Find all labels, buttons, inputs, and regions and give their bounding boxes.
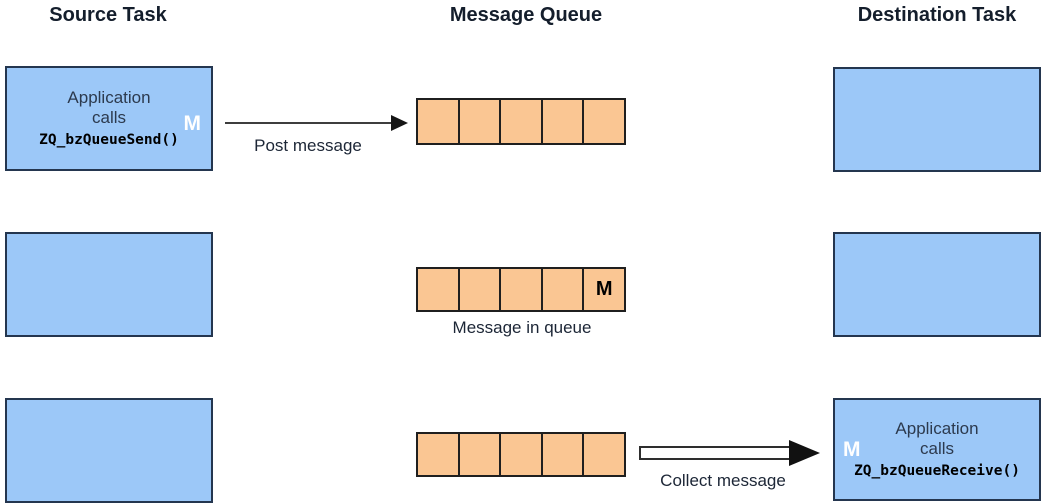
message-marker-destination: M	[843, 438, 861, 461]
queue-cell	[540, 434, 583, 475]
queue-row2: M	[416, 267, 626, 312]
queue-cell	[418, 434, 458, 475]
message-marker-source: M	[183, 112, 202, 135]
post-arrow-shaft	[225, 122, 393, 124]
queue-cell	[582, 100, 624, 143]
queue-cell	[418, 269, 458, 310]
app-calls-line2: calls	[91, 107, 126, 127]
queue-receive-call: ZQ_bzQueueReceive()	[854, 462, 1020, 479]
queue-cell	[457, 100, 500, 143]
header-message-queue: Message Queue	[449, 4, 603, 26]
queue-cell	[540, 269, 583, 310]
queue-cell	[499, 100, 541, 143]
collect-arrow-head-icon	[789, 440, 820, 466]
queue-cell	[499, 269, 541, 310]
queue-cell	[457, 269, 500, 310]
queue-cell-with-message: M	[582, 269, 624, 310]
source-task-box-row2	[5, 232, 213, 337]
destination-task-box-content: Application calls ZQ_bzQueueReceive()	[835, 400, 1039, 499]
app-calls-line1: Application	[67, 87, 151, 107]
queue-cell	[540, 100, 583, 143]
post-arrow-head-icon	[391, 115, 408, 131]
source-task-box-send: Application calls ZQ_bzQueueSend() M	[5, 66, 213, 171]
collect-arrow-shaft	[639, 446, 791, 460]
app-calls-line2: calls	[919, 438, 954, 458]
queue-cell	[582, 434, 624, 475]
queue-cell	[457, 434, 500, 475]
destination-task-box-row2	[833, 232, 1041, 337]
queue-row3	[416, 432, 626, 477]
header-destination-task: Destination Task	[857, 4, 1017, 26]
message-in-queue-label: Message in queue	[452, 318, 592, 337]
header-source-task: Source Task	[49, 4, 167, 26]
queue-cell	[499, 434, 541, 475]
source-task-box-row3	[5, 398, 213, 503]
destination-task-box-row1	[833, 67, 1041, 172]
app-calls-line1: Application	[895, 418, 979, 438]
collect-message-label: Collect message	[660, 471, 786, 490]
queue-send-call: ZQ_bzQueueSend()	[39, 131, 179, 148]
queue-row1	[416, 98, 626, 145]
queue-cell	[418, 100, 458, 143]
source-task-box-content: Application calls ZQ_bzQueueSend()	[7, 68, 211, 169]
post-message-label: Post message	[254, 136, 362, 155]
destination-task-box-receive: Application calls ZQ_bzQueueReceive() M	[833, 398, 1041, 501]
